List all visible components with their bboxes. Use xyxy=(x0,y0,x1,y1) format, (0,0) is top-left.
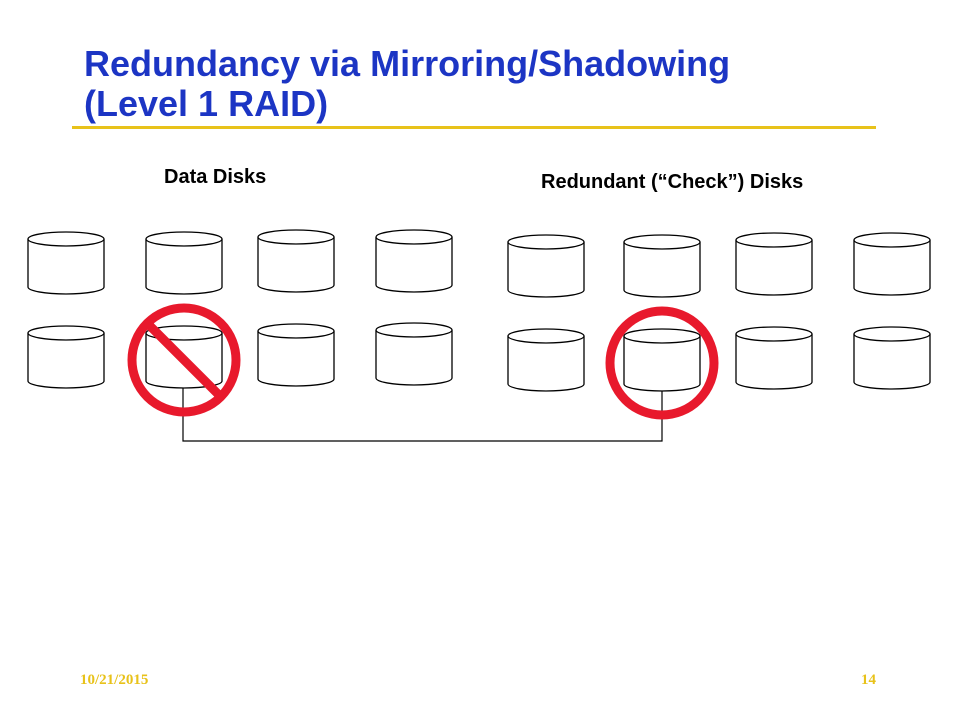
footer-date: 10/21/2015 xyxy=(80,672,149,688)
disk-body xyxy=(507,336,585,392)
disk-top xyxy=(853,232,931,248)
check-disk-r1-c4 xyxy=(853,232,931,296)
failure-overlays xyxy=(127,303,719,420)
disk-array xyxy=(27,229,931,392)
disk-body xyxy=(623,242,701,298)
mirror-link-line xyxy=(182,386,663,442)
disk-body xyxy=(853,240,931,296)
data-disk-r1-c3 xyxy=(257,229,335,293)
disk-body xyxy=(257,237,335,293)
disk-body xyxy=(27,333,105,389)
check-disk-r2-c3 xyxy=(735,326,813,390)
check-disks-label: Redundant (“Check”) Disks xyxy=(541,171,804,193)
disk-body xyxy=(375,237,453,293)
disk-top xyxy=(257,323,335,339)
disk-top xyxy=(375,322,453,338)
data-disk-r2-c1 xyxy=(27,325,105,389)
disk-top xyxy=(375,229,453,245)
data-disk-r2-c4 xyxy=(375,322,453,386)
disk-top xyxy=(853,326,931,342)
disk-top xyxy=(257,229,335,245)
title-line-1: Redundancy via Mirroring/Shadowing xyxy=(84,43,731,84)
disk-top xyxy=(507,328,585,344)
footer-page-number: 14 xyxy=(861,672,876,688)
disk-body xyxy=(735,240,813,296)
check-disk-r1-c3 xyxy=(735,232,813,296)
prohibition-sign-icon xyxy=(127,303,241,417)
disk-top xyxy=(27,231,105,247)
check-disk-r1-c2 xyxy=(623,234,701,298)
disk-top xyxy=(735,232,813,248)
disk-body xyxy=(735,334,813,390)
slide-title: Redundancy via Mirroring/Shadowing (Leve… xyxy=(84,44,904,124)
prohibition-slash xyxy=(144,320,224,400)
disk-body xyxy=(375,330,453,386)
check-disk-r2-c4 xyxy=(853,326,931,390)
disk-body xyxy=(257,331,335,387)
data-disks-label: Data Disks xyxy=(164,166,267,188)
title-line-2: (Level 1 RAID) xyxy=(84,83,329,124)
title-underline xyxy=(72,126,876,129)
disk-top xyxy=(735,326,813,342)
disk-top xyxy=(27,325,105,341)
data-disk-r1-c4 xyxy=(375,229,453,293)
prohibition-ring xyxy=(127,303,241,417)
data-disk-r1-c1 xyxy=(27,231,105,295)
data-disk-r2-c3 xyxy=(257,323,335,387)
red-circle-icon xyxy=(605,306,719,420)
disk-body xyxy=(145,239,223,295)
disk-body xyxy=(623,336,701,392)
mirror-connector xyxy=(182,386,663,442)
disk-body xyxy=(507,242,585,298)
disk-top xyxy=(507,234,585,250)
check-disk-r2-c1 xyxy=(507,328,585,392)
check-disk-r2-c2 xyxy=(623,328,701,392)
disk-top xyxy=(623,328,701,344)
highlight-ring xyxy=(605,306,719,420)
disk-top xyxy=(145,231,223,247)
disk-body xyxy=(27,239,105,295)
disk-top xyxy=(623,234,701,250)
check-disk-r1-c1 xyxy=(507,234,585,298)
disk-body xyxy=(853,334,931,390)
data-disk-r1-c2 xyxy=(145,231,223,295)
